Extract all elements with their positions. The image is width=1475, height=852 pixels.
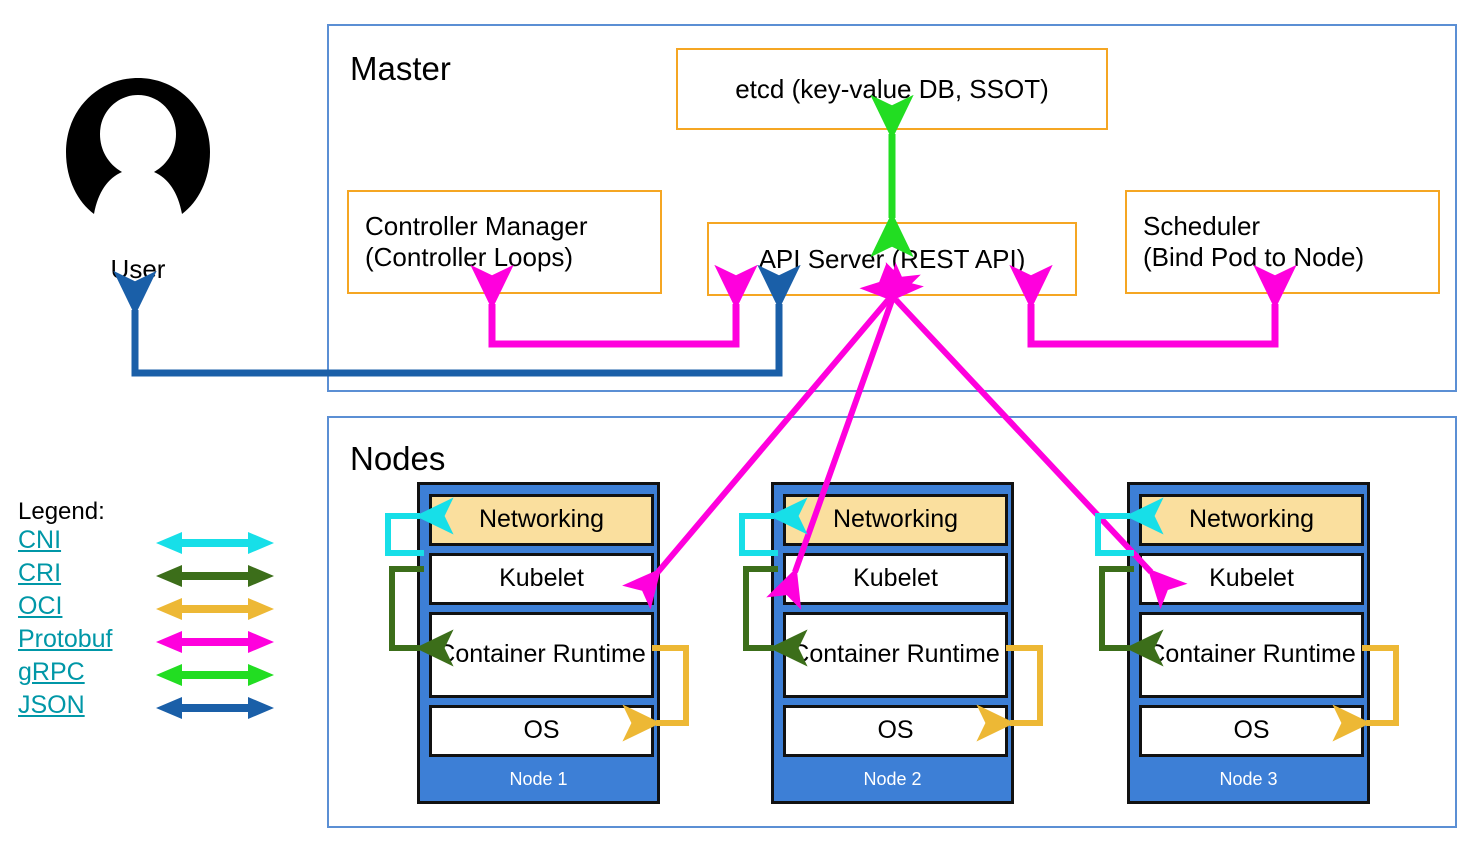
node-1[interactable]: Networking Kubelet Container Runtime OS … <box>417 482 660 804</box>
node-2-networking-label: Networking <box>832 505 959 534</box>
legend-arrow-grpc <box>156 664 274 686</box>
legend-item-cni[interactable]: CNI <box>16 527 286 560</box>
scheduler-box[interactable]: Scheduler (Bind Pod to Node) <box>1125 190 1440 294</box>
node-3-os-label: OS <box>1233 716 1270 745</box>
node-1-runtime-label: Container Runtime <box>437 640 646 669</box>
node-2-os-label: OS <box>877 716 914 745</box>
legend-arrow-json <box>156 697 274 719</box>
api-server-label: API Server (REST API) <box>758 243 1026 274</box>
node-2-runtime-label: Container Runtime <box>791 640 1000 669</box>
node-2-networking[interactable]: Networking <box>783 494 1008 546</box>
node-1-label: Node 1 <box>509 769 568 789</box>
node-3-runtime[interactable]: Container Runtime <box>1139 612 1364 698</box>
legend: Legend: CNI CRI OCI Protobuf <box>16 500 286 725</box>
user-label: User <box>110 254 166 284</box>
user-avatar-icon <box>64 76 212 221</box>
node-2-kubelet[interactable]: Kubelet <box>783 553 1008 605</box>
etcd-label: etcd (key-value DB, SSOT) <box>735 73 1049 104</box>
legend-arrow-cri <box>156 565 274 587</box>
node-2-runtime[interactable]: Container Runtime <box>783 612 1008 698</box>
controller-manager-label: Controller Manager (Controller Loops) <box>365 211 588 272</box>
node-1-kubelet-label: Kubelet <box>499 564 584 593</box>
legend-item-json[interactable]: JSON <box>16 692 286 725</box>
nodes-group-title: Nodes <box>350 440 446 477</box>
node-1-os[interactable]: OS <box>429 705 654 757</box>
legend-label-grpc[interactable]: gRPC <box>18 658 85 686</box>
node-2-os[interactable]: OS <box>783 705 1008 757</box>
master-group-title: Master <box>350 50 451 87</box>
controller-manager-box[interactable]: Controller Manager (Controller Loops) <box>347 190 662 294</box>
scheduler-label: Scheduler (Bind Pod to Node) <box>1143 211 1365 272</box>
node-2-label: Node 2 <box>863 769 922 789</box>
legend-label-oci[interactable]: OCI <box>18 592 63 620</box>
api-server-box[interactable]: API Server (REST API) <box>707 222 1077 296</box>
legend-arrow-protobuf <box>156 631 274 653</box>
node-1-os-label: OS <box>523 716 560 745</box>
legend-label-cri[interactable]: CRI <box>18 559 62 587</box>
legend-label-protobuf[interactable]: Protobuf <box>18 625 113 653</box>
legend-arrow-oci <box>156 598 274 620</box>
node-3-runtime-label: Container Runtime <box>1147 640 1356 669</box>
node-2[interactable]: Networking Kubelet Container Runtime OS … <box>771 482 1014 804</box>
node-3-label: Node 3 <box>1219 769 1278 789</box>
node-3[interactable]: Networking Kubelet Container Runtime OS … <box>1127 482 1370 804</box>
node-3-kubelet-label: Kubelet <box>1209 564 1294 593</box>
legend-arrow-cni <box>156 532 274 554</box>
legend-item-cri[interactable]: CRI <box>16 560 286 593</box>
node-1-runtime[interactable]: Container Runtime <box>429 612 654 698</box>
legend-title: Legend: <box>18 498 105 525</box>
node-1-networking[interactable]: Networking <box>429 494 654 546</box>
node-3-networking[interactable]: Networking <box>1139 494 1364 546</box>
node-3-kubelet[interactable]: Kubelet <box>1139 553 1364 605</box>
node-1-networking-label: Networking <box>478 505 605 534</box>
legend-item-protobuf[interactable]: Protobuf <box>16 626 286 659</box>
legend-label-cni[interactable]: CNI <box>18 526 62 554</box>
legend-item-grpc[interactable]: gRPC <box>16 659 286 692</box>
legend-label-json[interactable]: JSON <box>18 691 85 719</box>
etcd-box[interactable]: etcd (key-value DB, SSOT) <box>676 48 1108 130</box>
node-2-kubelet-label: Kubelet <box>853 564 938 593</box>
legend-item-oci[interactable]: OCI <box>16 593 286 626</box>
node-3-networking-label: Networking <box>1188 505 1315 534</box>
node-3-os[interactable]: OS <box>1139 705 1364 757</box>
node-1-kubelet[interactable]: Kubelet <box>429 553 654 605</box>
